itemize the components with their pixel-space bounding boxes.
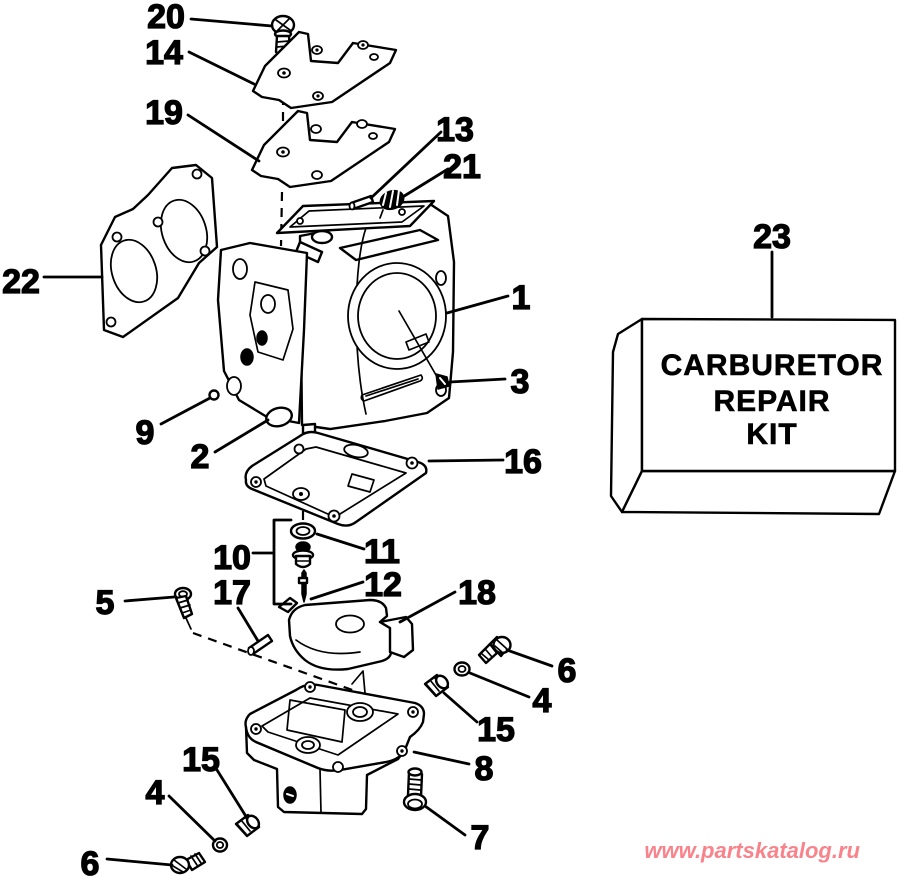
leader-2 [213,418,270,454]
leader-5 [123,595,176,603]
leader-15-right [442,691,479,724]
callout-17: 17 [213,574,251,612]
callout-6-right: 6 [558,652,577,690]
part-4-right-washer [453,661,471,677]
leader-21 [399,167,450,200]
callout-12: 12 [364,566,402,604]
part-5-idle-needle-screw [173,586,194,630]
leader-16 [427,458,505,463]
leader-9 [159,396,212,426]
callout-3: 3 [511,363,530,401]
callout-11: 11 [364,533,400,571]
part-23-repair-kit-box: CARBURETOR REPAIR KIT [609,317,897,516]
leader-14 [187,50,256,86]
leader-13 [369,130,443,200]
callout-labels: 20 14 19 13 21 22 1 3 9 2 16 10 11 12 5 … [1,0,791,879]
part-19-diaphragm-gasket [250,109,397,189]
leader-6-right [505,648,554,668]
part-17-hinge-pin [247,633,274,656]
axis-tick [351,670,366,694]
kit-box-front-face [640,317,897,473]
callout-23: 23 [753,218,791,256]
leader-15-left [215,768,249,820]
callout-6-left: 6 [81,845,100,879]
part-4-left-washer [211,837,229,853]
part-10-needle-seat [291,541,315,569]
leader-7 [423,804,467,837]
callout-15-left: 15 [182,741,220,779]
leader-17 [236,606,260,643]
leader-8 [412,750,471,766]
kit-box-text-line1: CARBURETOR [661,349,884,382]
leader-20 [189,17,274,28]
callout-1: 1 [512,279,531,317]
part-15-left-plug [234,813,261,838]
kit-box-bottom-face [620,469,897,516]
watermark-url: www.partskatalog.ru [644,838,860,863]
part-6-right-bolt [477,635,512,665]
callout-4-right: 4 [533,682,552,720]
callout-16: 16 [504,443,542,481]
part-13-pin [348,194,375,211]
part-6-left-bolt [169,851,207,875]
bracket-10 [251,518,293,606]
venturi-bore-inner [357,272,437,360]
callout-9: 9 [136,414,155,452]
kit-box-text-line3: KIT [746,418,797,451]
part-12-inlet-needle [297,569,309,603]
part-9-check-ball [208,389,220,401]
leader-19 [186,113,261,163]
part-7-bowl-screw [402,767,428,812]
leader-3 [448,377,507,384]
leader-4-left [167,794,217,843]
leader-1 [445,294,510,315]
callout-8: 8 [475,750,494,788]
part-22-mount-gasket [99,163,219,339]
callout-7: 7 [471,819,490,857]
callout-22: 22 [2,263,40,301]
leader-18 [398,590,457,624]
leader-4-right [468,671,531,699]
part-16-bowl-gasket [244,430,428,527]
callout-19: 19 [145,94,183,132]
callout-13: 13 [436,111,474,149]
callout-2: 2 [191,438,210,476]
leader-6-left [105,857,174,867]
kit-box-text-line2: REPAIR [713,385,830,418]
part-3-plug [435,373,450,390]
part-8-float-bowl [244,681,426,816]
callout-4-left: 4 [146,774,165,812]
part-11-seat-gasket [289,522,317,540]
leader-lines [42,17,774,867]
callout-10: 10 [213,539,251,577]
part-18-float [277,596,415,671]
leader-11 [315,532,366,551]
callout-20: 20 [147,0,185,36]
callout-21: 21 [443,148,481,186]
callout-18: 18 [458,574,496,612]
part-15-right-plug [423,673,450,698]
leader-12 [309,580,365,601]
callout-15-right: 15 [477,711,515,749]
part-14-cover-plate [251,30,398,110]
part-1-carburetor-body [216,199,456,455]
callout-14: 14 [145,34,183,72]
callout-5: 5 [96,584,115,622]
